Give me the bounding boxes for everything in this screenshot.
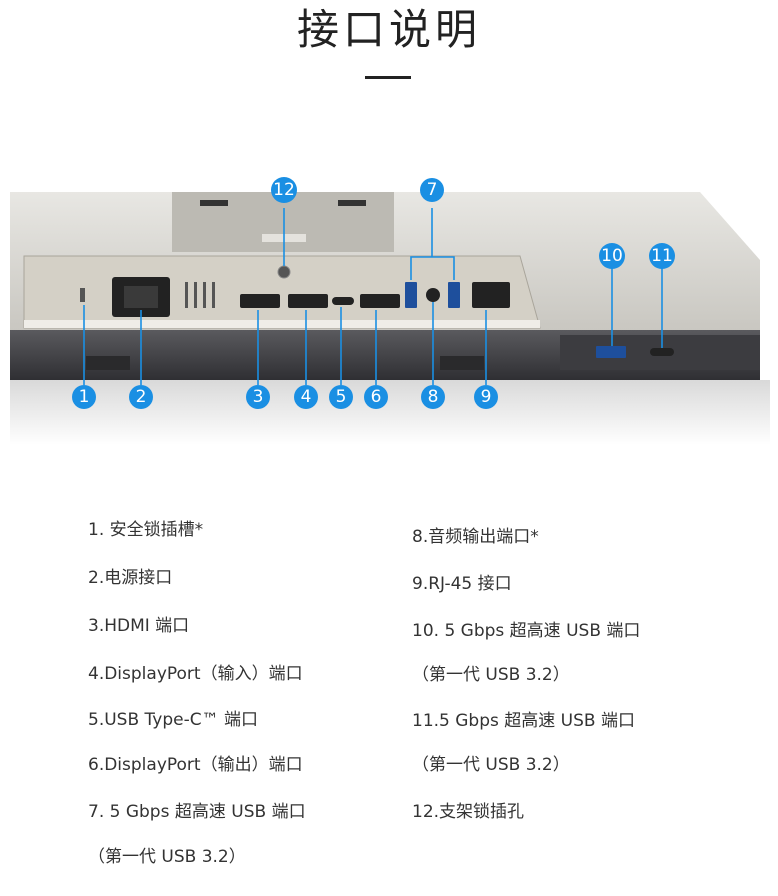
list-item: 2.电源接口 <box>88 568 173 588</box>
list-item: （第一代 USB 3.2） <box>412 665 570 685</box>
list-item: 7. 5 Gbps 超高速 USB 端口 <box>88 802 306 822</box>
vent-slots <box>185 282 215 308</box>
side-usb-a-port <box>596 346 626 358</box>
callout-2: 2 <box>129 385 153 409</box>
list-item: 5.USB Type-C™ 端口 <box>88 710 258 730</box>
callout-12: 12 <box>271 177 297 203</box>
callout-9: 9 <box>474 385 498 409</box>
list-item: （第一代 USB 3.2） <box>88 847 246 867</box>
svg-text:8: 8 <box>428 387 439 407</box>
side-usb-c-port <box>650 348 674 356</box>
svg-text:7: 7 <box>427 180 438 200</box>
svg-text:3: 3 <box>253 387 264 407</box>
page-title: 接口说明 <box>296 5 481 54</box>
hdmi-port <box>240 294 280 308</box>
callout-5: 5 <box>329 385 353 409</box>
callout-3: 3 <box>246 385 270 409</box>
usb-a-port-1 <box>405 282 417 308</box>
svg-text:5: 5 <box>336 387 347 407</box>
callout-8: 8 <box>421 385 445 409</box>
audio-out-port <box>426 288 440 302</box>
usb-a-port-2 <box>448 282 460 308</box>
list-item: （第一代 USB 3.2） <box>412 755 570 775</box>
list-item: 6.DisplayPort（输出）端口 <box>88 755 303 775</box>
list-item: 8.音频输出端口* <box>412 527 539 547</box>
usb-c-port <box>332 297 354 305</box>
callout-4: 4 <box>294 385 318 409</box>
list-item: 12.支架锁插孔 <box>412 802 525 822</box>
list-item: 1. 安全锁插槽* <box>88 520 204 540</box>
stand-lock-hole <box>277 265 291 279</box>
displayport-out-port <box>360 294 400 308</box>
svg-text:12: 12 <box>273 180 295 200</box>
list-item: 3.HDMI 端口 <box>88 616 190 636</box>
port-diagram: 1 2 3 4 5 6 7 8 9 10 11 12 <box>10 177 770 445</box>
list-item: 4.DisplayPort（输入）端口 <box>88 664 303 684</box>
displayport-in-port <box>288 294 328 308</box>
svg-text:11: 11 <box>651 246 673 266</box>
callout-1: 1 <box>72 385 96 409</box>
svg-text:10: 10 <box>601 246 623 266</box>
security-slot <box>80 288 85 302</box>
list-item: 11.5 Gbps 超高速 USB 端口 <box>412 711 635 731</box>
callout-11: 11 <box>649 243 675 269</box>
list-item: 10. 5 Gbps 超高速 USB 端口 <box>412 621 641 641</box>
list-item: 9.RJ-45 接口 <box>412 574 512 594</box>
callout-10: 10 <box>599 243 625 269</box>
title-underline <box>365 76 411 79</box>
callout-7: 7 <box>420 178 444 202</box>
svg-text:1: 1 <box>79 387 90 407</box>
rj45-port <box>472 282 510 308</box>
svg-text:9: 9 <box>481 387 492 407</box>
svg-text:2: 2 <box>136 387 147 407</box>
callout-6: 6 <box>364 385 388 409</box>
svg-text:4: 4 <box>301 387 312 407</box>
svg-text:6: 6 <box>371 387 382 407</box>
